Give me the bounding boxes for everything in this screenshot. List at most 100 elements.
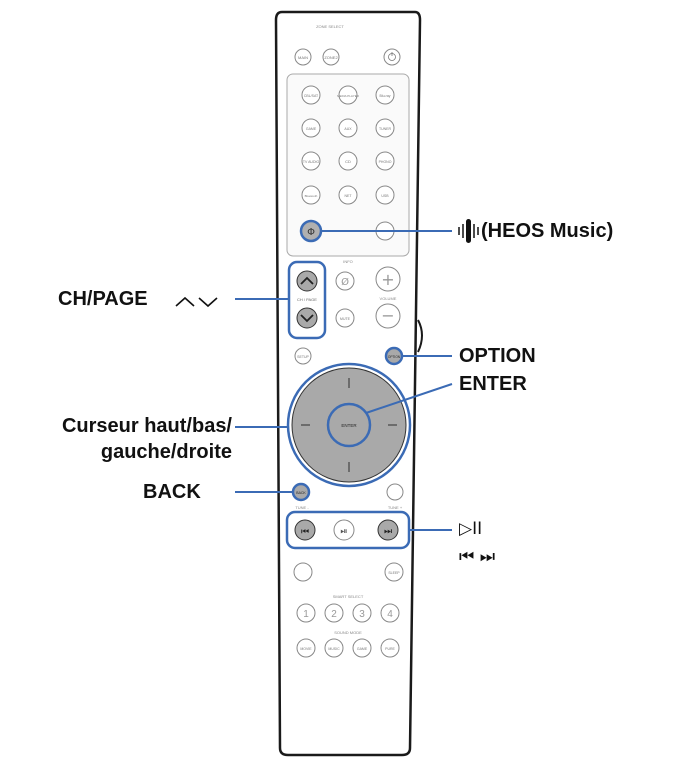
svg-text:1: 1: [303, 609, 309, 620]
option-button[interactable]: OPTION: [384, 346, 404, 366]
play-pause-button[interactable]: ⏯: [333, 519, 355, 541]
smart-select-button-1[interactable]: 1: [296, 603, 316, 623]
svg-text:3: 3: [359, 609, 365, 620]
svg-text:OPTION: OPTION: [388, 355, 401, 359]
home-button[interactable]: [386, 483, 404, 501]
zone2-button[interactable]: ZONE2: [322, 48, 340, 66]
svg-text:4: 4: [387, 609, 393, 620]
enter-button[interactable]: ENTER: [326, 402, 372, 448]
svg-text:Blu-ray: Blu-ray: [379, 94, 390, 98]
skip-forward-icon: ⏭: [384, 527, 392, 537]
svg-text:USB: USB: [381, 194, 389, 198]
ch-page-callout: CH/PAGE: [58, 288, 148, 310]
svg-text:MOVIE: MOVIE: [300, 647, 312, 651]
svg-text:ZONE2: ZONE2: [324, 55, 338, 60]
chevron-up-icon: [300, 276, 314, 285]
leader-enter: [365, 383, 453, 414]
remote-side-bump: [417, 319, 423, 353]
mute-button[interactable]: MUTE: [335, 308, 355, 328]
svg-text:GAME: GAME: [357, 647, 368, 651]
source-button-media-player[interactable]: MEDIA PLAYER: [337, 85, 360, 105]
source-button-tuner[interactable]: TUNER: [375, 118, 395, 138]
sound-mode-game-button[interactable]: GAME: [352, 638, 372, 658]
svg-text:MEDIA PLAYER: MEDIA PLAYER: [337, 94, 360, 98]
enter-callout: ENTER: [459, 373, 527, 395]
heos-logo-icon: [458, 219, 479, 243]
info-button[interactable]: Ø: [335, 271, 355, 291]
info-slash-icon: Ø: [341, 276, 349, 288]
svg-text:GAME: GAME: [306, 127, 317, 131]
skip-back-button[interactable]: ⏮: [294, 519, 316, 541]
source-button-usb[interactable]: USB: [375, 185, 395, 205]
sound-mode-music-button[interactable]: MUSIC: [324, 638, 344, 658]
back-button[interactable]: BACK: [291, 482, 311, 502]
svg-text:TV AUDIO: TV AUDIO: [303, 160, 320, 164]
smart-select-button-2[interactable]: 2: [324, 603, 344, 623]
svg-text:AUX: AUX: [344, 127, 352, 131]
back-callout: BACK: [143, 481, 201, 503]
source-button-aux[interactable]: AUX: [338, 118, 358, 138]
power-button[interactable]: [383, 48, 401, 66]
volume-label: VOLUME: [380, 296, 397, 301]
plus-icon: +: [381, 270, 394, 289]
skip-forward-button[interactable]: ⏭: [377, 519, 399, 541]
sound-mode-pure-button[interactable]: PURE: [380, 638, 400, 658]
source-button-bluray[interactable]: Blu-ray: [375, 85, 395, 105]
ch-page-small-label: CH / PAGE: [297, 297, 317, 302]
cursor-callout-line2: gauche/droite: [100, 441, 232, 463]
source-button-cd[interactable]: CD: [338, 151, 358, 171]
source-button-net[interactable]: NET: [338, 185, 358, 205]
smart-select-label: SMART SELECT: [333, 594, 364, 599]
sleep-button[interactable]: SLEEP: [384, 562, 404, 582]
play-pause-callout: ▷II: [459, 519, 483, 539]
info-label: INFO: [343, 259, 353, 264]
ch-page-down-button[interactable]: [296, 307, 318, 329]
svg-text:MUSIC: MUSIC: [328, 647, 340, 651]
svg-text:CD: CD: [345, 159, 351, 164]
source-button-phono[interactable]: PHONO: [375, 151, 395, 171]
tune-plus-label: TUNE +: [388, 505, 403, 510]
source-button-tv-audio[interactable]: TV AUDIO: [301, 151, 321, 171]
svg-text:SETUP: SETUP: [297, 355, 309, 359]
zone-main-button[interactable]: MAIN: [294, 48, 312, 66]
ch-page-chevron-icons: [175, 296, 218, 308]
svg-text:PURE: PURE: [385, 647, 395, 651]
source-button-game[interactable]: GAME: [301, 118, 321, 138]
status-button[interactable]: [293, 562, 313, 582]
minus-icon: −: [381, 306, 394, 325]
svg-text:PHONO: PHONO: [379, 160, 392, 164]
skip-callout: ⏮ ⏭: [459, 547, 496, 567]
svg-text:MAIN: MAIN: [298, 55, 308, 60]
heos-icon: Φ: [307, 227, 315, 238]
svg-text:2: 2: [331, 609, 337, 620]
source-button-bluetooth[interactable]: Bluetooth: [301, 185, 321, 205]
heos-music-button[interactable]: Φ: [299, 219, 323, 243]
volume-down-button[interactable]: −: [375, 303, 401, 329]
skip-back-icon: ⏮: [301, 527, 309, 537]
ch-page-up-button[interactable]: [296, 270, 318, 292]
smart-select-button-4[interactable]: 4: [380, 603, 400, 623]
sound-mode-movie-button[interactable]: MOVIE: [296, 638, 316, 658]
svg-text:TUNER: TUNER: [379, 127, 392, 131]
option-callout: OPTION: [459, 345, 536, 367]
smart-select-button-3[interactable]: 3: [352, 603, 372, 623]
svg-text:MUTE: MUTE: [340, 317, 351, 321]
svg-text:Bluetooth: Bluetooth: [305, 194, 318, 198]
cursor-callout-line1: Curseur haut/bas/: [61, 415, 232, 437]
svg-text:CBL/SAT: CBL/SAT: [304, 94, 319, 98]
volume-up-button[interactable]: +: [375, 266, 401, 292]
play-pause-icon: ⏯: [340, 527, 347, 537]
svg-text:ENTER: ENTER: [341, 423, 357, 428]
heos-music-callout: (HEOS Music): [481, 220, 614, 242]
zone-select-label: ZONE SELECT: [316, 24, 344, 29]
source-button-cbl-sat[interactable]: CBL/SAT: [301, 85, 321, 105]
sound-mode-label: SOUND MODE: [334, 630, 362, 635]
tune-minus-label: TUNE -: [295, 505, 309, 510]
svg-text:BACK: BACK: [296, 491, 306, 495]
svg-text:NET: NET: [345, 194, 353, 198]
setup-button[interactable]: SETUP: [294, 347, 312, 365]
svg-text:SLEEP: SLEEP: [388, 571, 400, 575]
chevron-down-icon: [300, 314, 314, 323]
